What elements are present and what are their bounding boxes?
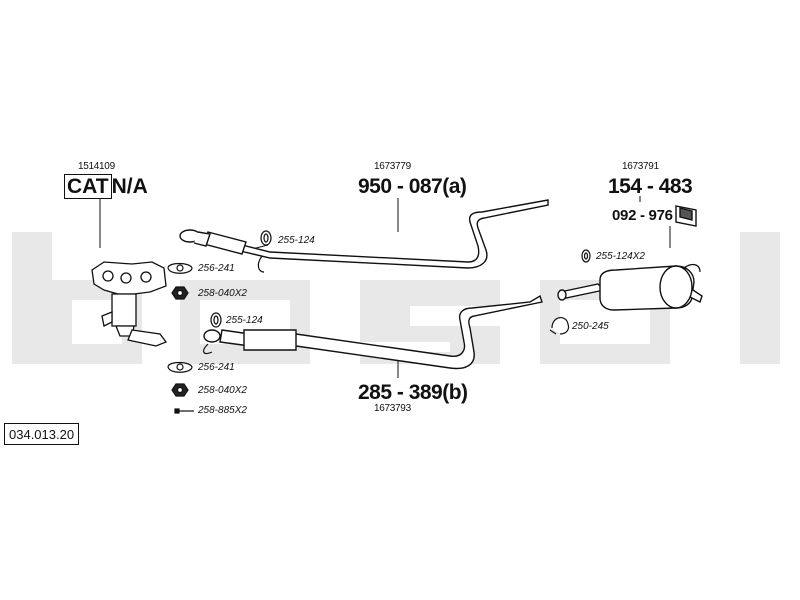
bolt-icon [174, 408, 194, 414]
catalyst-manifold [91, 261, 168, 347]
flange-b [203, 329, 221, 343]
pipe-b-number: 285 - 389(b) [358, 381, 468, 404]
manifold-gasket-1-icon [167, 262, 193, 274]
manifold-gasket-2-icon [167, 361, 193, 373]
gasket-top-label: 255-124 [278, 235, 315, 246]
clamp-icon [549, 317, 570, 335]
silencer-ref: 1673791 [622, 161, 659, 172]
gasket-top-icon [260, 230, 272, 246]
cat-box: CAT [64, 174, 112, 199]
nut-1-label: 258-040X2 [198, 288, 247, 299]
rear-silencer [557, 265, 703, 311]
catalyst-ref: 1514109 [78, 161, 115, 172]
pipe-b-ref: 1673793 [374, 403, 411, 414]
nut-1-icon [171, 286, 189, 300]
nut-2-icon [171, 383, 189, 397]
pipe-a-number: 950 - 087(a) [358, 175, 467, 198]
clamp-label: 250-245 [572, 321, 609, 332]
bolt-label: 258-885X2 [198, 405, 247, 416]
front-pipe-b [203, 294, 543, 370]
silencer-number: 154 - 483 [608, 175, 693, 198]
pipe-a-ref: 1673779 [374, 161, 411, 172]
gasket-rear-icon [581, 249, 591, 263]
rubber-mount-icon [675, 205, 697, 227]
nut-2-label: 258-040X2 [198, 385, 247, 396]
front-pipe-a [179, 199, 549, 269]
manifold-gasket-2-label: 256-241 [198, 362, 235, 373]
catalyst-suffix: N/A [111, 175, 148, 198]
gasket-mid-label: 255-124 [226, 315, 263, 326]
diagram-id-box: 034.013.20 [4, 423, 80, 445]
gasket-mid-icon [210, 312, 222, 328]
resonator-b [243, 329, 297, 351]
gasket-rear-label: 255-124X2 [596, 251, 645, 262]
mount-number: 092 - 976 [612, 207, 673, 224]
manifold-gasket-1-label: 256-241 [198, 263, 235, 274]
